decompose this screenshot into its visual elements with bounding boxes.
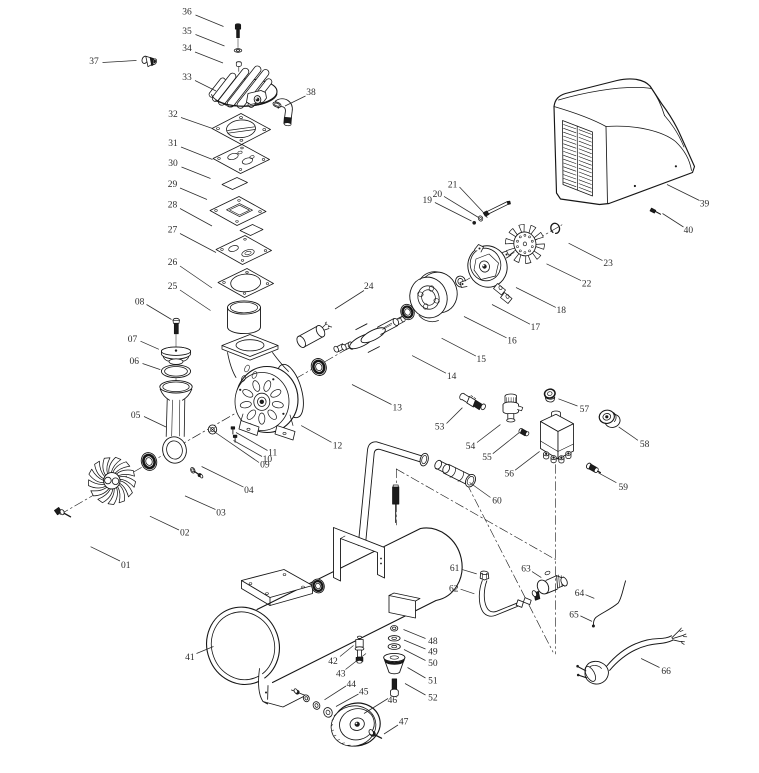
svg-text:47: 47 [399, 718, 409, 728]
svg-text:55: 55 [482, 453, 492, 463]
svg-text:14: 14 [447, 372, 457, 382]
svg-text:22: 22 [582, 279, 592, 289]
svg-text:58: 58 [640, 440, 650, 450]
svg-text:04: 04 [244, 486, 254, 496]
svg-text:33: 33 [182, 73, 192, 83]
svg-text:01: 01 [121, 561, 131, 571]
svg-text:07: 07 [128, 335, 138, 345]
svg-text:11: 11 [268, 449, 277, 459]
svg-text:41: 41 [185, 653, 195, 663]
svg-text:43: 43 [336, 669, 346, 679]
svg-text:46: 46 [388, 696, 398, 706]
svg-text:40: 40 [684, 226, 694, 236]
svg-text:12: 12 [333, 441, 343, 451]
svg-text:23: 23 [603, 259, 613, 269]
svg-text:03: 03 [216, 508, 226, 518]
svg-text:05: 05 [131, 411, 141, 421]
svg-text:62: 62 [449, 584, 459, 594]
svg-text:35: 35 [182, 27, 192, 37]
svg-text:18: 18 [557, 306, 567, 316]
svg-text:48: 48 [428, 637, 438, 647]
svg-text:38: 38 [306, 88, 316, 98]
svg-text:15: 15 [477, 355, 487, 365]
svg-text:08: 08 [135, 298, 145, 308]
svg-text:37: 37 [89, 57, 99, 67]
svg-text:52: 52 [428, 694, 438, 704]
svg-text:25: 25 [168, 282, 178, 292]
svg-text:26: 26 [168, 258, 178, 268]
svg-text:32: 32 [168, 110, 178, 120]
svg-text:44: 44 [347, 680, 357, 690]
svg-text:42: 42 [328, 657, 338, 667]
svg-text:17: 17 [531, 323, 541, 333]
svg-text:31: 31 [168, 139, 178, 149]
svg-text:56: 56 [505, 470, 515, 480]
svg-text:29: 29 [168, 180, 178, 190]
svg-text:21: 21 [448, 180, 458, 190]
svg-text:13: 13 [392, 404, 402, 414]
svg-text:51: 51 [428, 677, 438, 687]
svg-text:06: 06 [130, 357, 140, 367]
svg-text:61: 61 [450, 564, 460, 574]
svg-text:64: 64 [575, 589, 585, 599]
svg-text:66: 66 [661, 667, 671, 677]
svg-text:39: 39 [700, 199, 710, 209]
svg-text:16: 16 [507, 337, 517, 347]
svg-text:36: 36 [182, 8, 192, 18]
svg-text:34: 34 [182, 44, 192, 54]
svg-text:54: 54 [466, 442, 476, 452]
svg-text:30: 30 [168, 159, 178, 169]
svg-text:24: 24 [364, 282, 374, 292]
svg-text:57: 57 [580, 405, 590, 415]
svg-text:27: 27 [168, 226, 178, 236]
svg-text:28: 28 [168, 201, 178, 211]
svg-text:65: 65 [569, 611, 579, 621]
svg-text:60: 60 [492, 497, 502, 507]
svg-text:19: 19 [423, 196, 433, 206]
svg-text:20: 20 [433, 190, 443, 200]
svg-text:02: 02 [180, 529, 190, 539]
svg-text:49: 49 [428, 648, 438, 658]
svg-text:59: 59 [618, 483, 628, 493]
svg-text:50: 50 [428, 659, 438, 669]
svg-text:63: 63 [521, 565, 531, 575]
svg-text:45: 45 [359, 688, 369, 698]
svg-text:53: 53 [435, 423, 445, 433]
